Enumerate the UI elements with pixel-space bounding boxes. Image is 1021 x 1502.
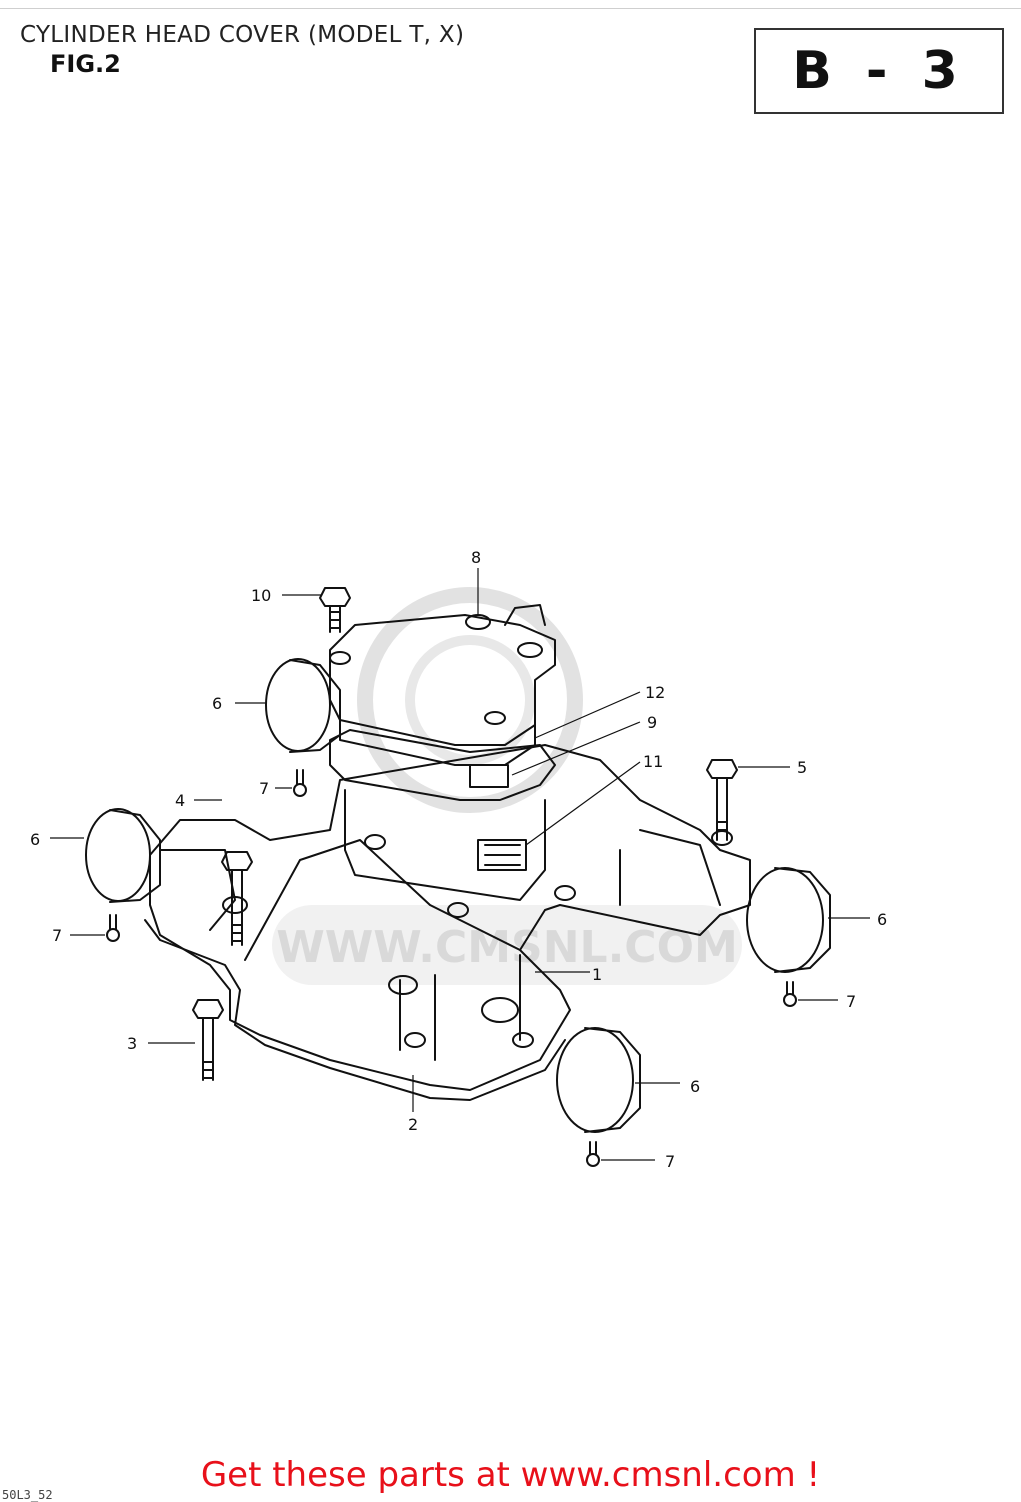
callout-12: 12: [645, 683, 665, 702]
bolt: [192, 999, 224, 1081]
bolt: [319, 587, 351, 633]
callout-6: 6: [30, 830, 40, 849]
callout-6: 6: [212, 694, 222, 713]
callout-7: 7: [846, 992, 856, 1011]
callout-6: 6: [690, 1077, 700, 1096]
callout-7: 7: [52, 926, 62, 945]
callout-7: 7: [665, 1152, 675, 1171]
callout-3: 3: [127, 1034, 137, 1053]
watermark: WWW.CMSNL.COM: [272, 587, 742, 985]
corner-code: 50L3_52: [2, 1488, 53, 1502]
top-rule: [0, 8, 1021, 9]
reference-box: B - 3: [754, 28, 1004, 114]
screw: [586, 1141, 600, 1167]
page-title: CYLINDER HEAD COVER (MODEL T, X): [20, 22, 465, 48]
bolt: [706, 759, 738, 841]
callout-10: 10: [251, 586, 271, 605]
callout-11: 11: [643, 752, 663, 771]
callout-5: 5: [797, 758, 807, 777]
screw: [783, 981, 797, 1007]
callout-1: 1: [592, 965, 602, 984]
callout-2: 2: [408, 1115, 418, 1134]
callout-7: 7: [259, 779, 269, 798]
figure-label: FIG.2: [50, 50, 121, 78]
callout-8: 8: [471, 548, 481, 567]
callout-9: 9: [647, 713, 657, 732]
cap-plug: [265, 658, 341, 753]
watermark-text: WWW.CMSNL.COM: [276, 922, 738, 973]
screw: [293, 769, 307, 797]
leader-lines: [50, 568, 870, 1161]
bolt: [221, 851, 253, 946]
callout-labels: 1 2 3 4 5 6 6 6 6 7 7 7 7 8 9 10 11 12: [30, 548, 887, 1171]
reference-code: B - 3: [792, 41, 966, 101]
cap-plug: [556, 1027, 641, 1133]
cap-plug: [746, 867, 831, 973]
screw: [106, 914, 120, 942]
cap-plug: [85, 808, 161, 903]
callout-4: 4: [175, 791, 185, 810]
footer-link[interactable]: Get these parts at www.cmsnl.com !: [200, 1455, 821, 1495]
gasket: [329, 729, 556, 801]
callout-6: 6: [877, 910, 887, 929]
valve-assembly: [469, 764, 527, 871]
cylinder-head-cover: [144, 744, 751, 1101]
